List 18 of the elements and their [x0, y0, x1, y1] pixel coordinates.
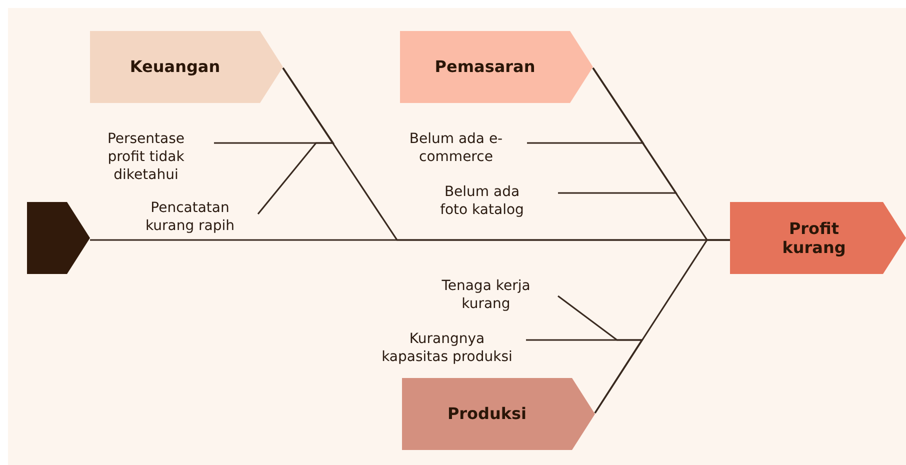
cause-text: Belum ada foto katalog — [430, 183, 534, 220]
category-arrow-box — [730, 202, 906, 274]
category-arrow-box — [90, 31, 283, 103]
cause-text: Tenaga kerja kurang — [424, 277, 548, 314]
cause-text: Persentase profit tidak diketahui — [92, 130, 200, 185]
category-label: Produksi — [447, 404, 527, 424]
fishbone-line — [257, 68, 334, 214]
category-label: Pemasaran — [434, 57, 536, 77]
cause-text: Pencatatan kurang rapih — [128, 199, 252, 236]
category-arrow-box — [402, 378, 595, 450]
fishbone-line — [558, 68, 678, 194]
cause-text: Belum ada e-commerce — [388, 130, 524, 166]
cause-text: Kurangnya kapasitas produksi — [374, 330, 520, 366]
tail-pentagon — [27, 202, 90, 274]
category-label: Profit kurang — [781, 218, 847, 258]
category-arrow-box — [400, 31, 593, 103]
fishbone-line — [526, 339, 644, 414]
category-label: Keuangan — [130, 57, 220, 77]
